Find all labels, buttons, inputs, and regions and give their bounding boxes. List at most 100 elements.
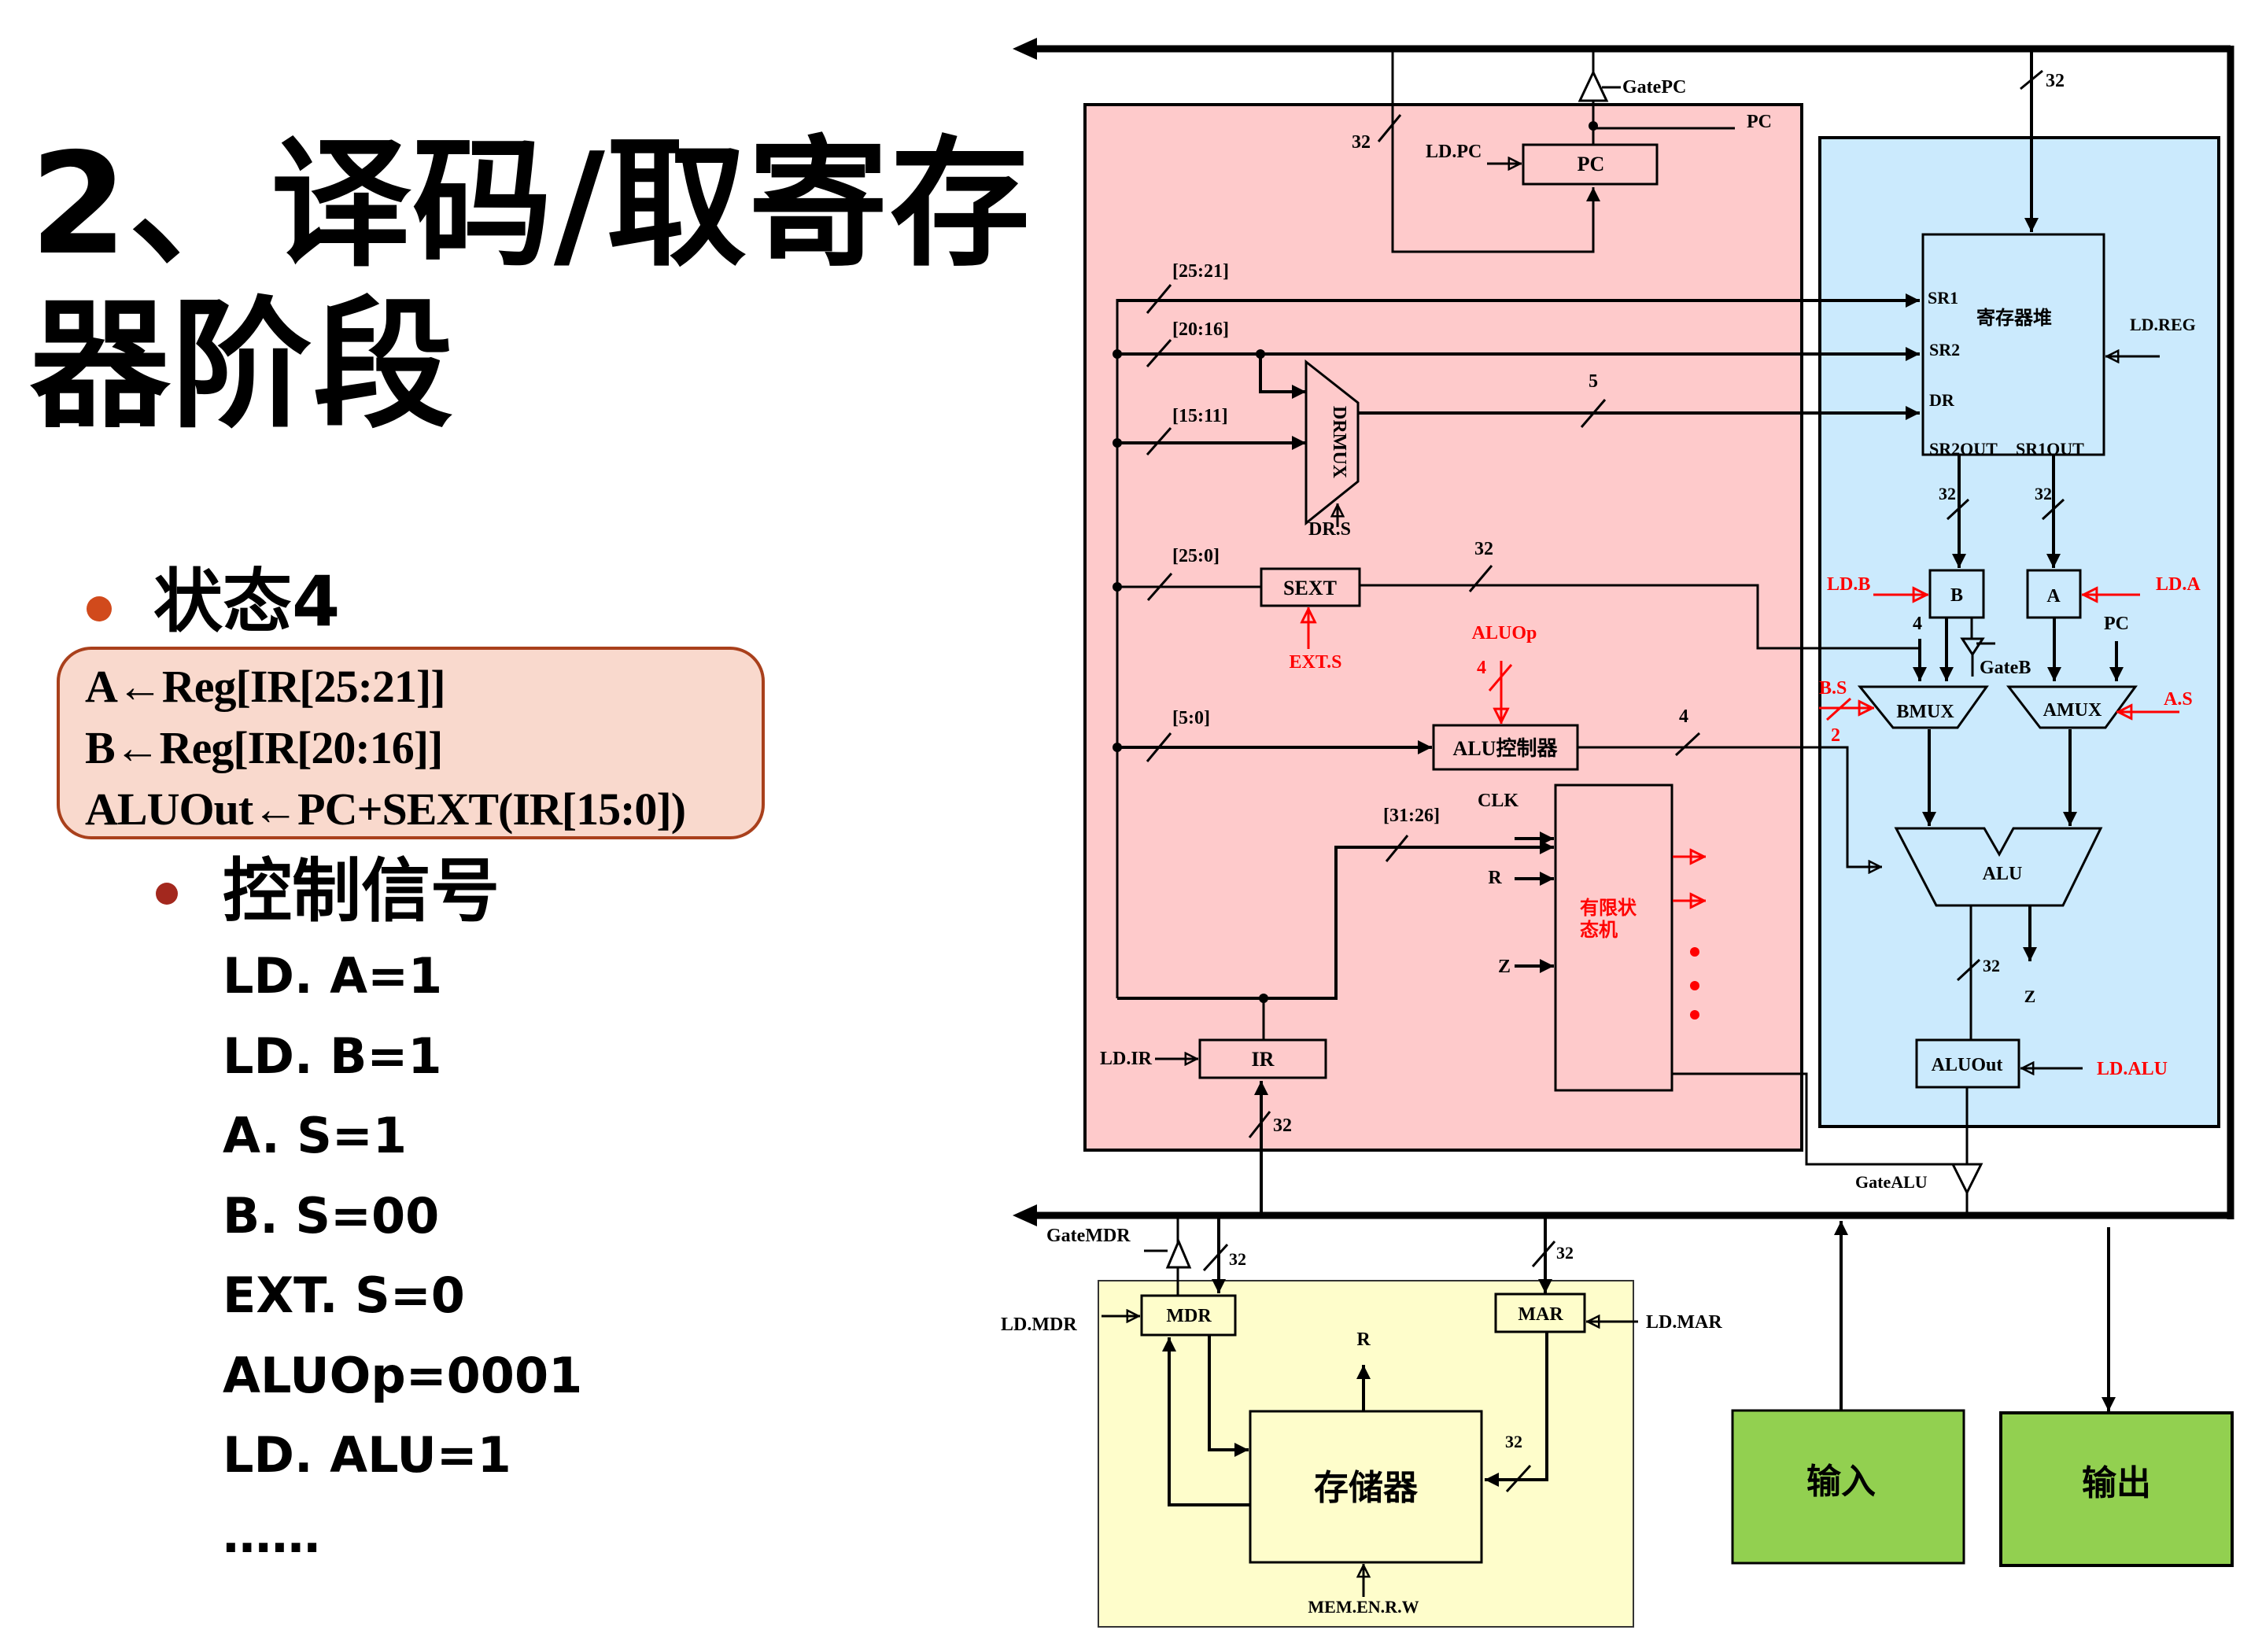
width-label: 32 (1939, 484, 1956, 503)
ir-field-label: [25:0] (1172, 546, 1220, 566)
memory-group: GateMDR 32 MDR LD.MDR 32 MAR LD.MAR 存储器 … (1001, 1215, 1722, 1617)
sr1-port-label: SR1 (1928, 288, 1958, 308)
b-s-label: B.S (1819, 678, 1847, 699)
gate-b-label: GateB (1980, 658, 2031, 678)
sext-label: SEXT (1283, 577, 1337, 599)
constant-four-label: 4 (1913, 614, 1922, 634)
amux: AMUX A.S (2006, 685, 2193, 826)
finite-state-machine: 有限状 态机 CLK R Z [31:26] (1383, 784, 1959, 1166)
ir-field-label: [5:0] (1172, 708, 1210, 728)
width-label: 5 (1589, 371, 1598, 392)
ir-field-label: [15:11] (1172, 406, 1228, 426)
rtl-line: ALUOut←PC+SEXT(IR[15:0]) (85, 784, 686, 835)
alu-label: ALU (1983, 864, 2023, 884)
memory-label: 存储器 (1314, 1469, 1419, 1507)
ld-a-label: LD.A (2156, 574, 2201, 595)
mdr-label: MDR (1166, 1306, 1212, 1326)
output-label: 输出 (2082, 1464, 2151, 1503)
b-register-label: B (1950, 585, 1963, 606)
state-heading: 状态4 (153, 561, 341, 642)
ab-registers: B A LD.B LD.A GateB 4 PC (1827, 569, 2201, 681)
pc-register-label: PC (1578, 153, 1605, 175)
ld-mdr-label: LD.MDR (1001, 1315, 1077, 1335)
fsm-label-line-1: 有限状 (1580, 898, 1637, 919)
rtl-line: A←Reg[IR[25:21]] (85, 661, 446, 712)
output-device: 输出 (1999, 1227, 2234, 1567)
width-label: 32 (1352, 132, 1371, 153)
control-signal: EXT. S=0 (223, 1267, 465, 1324)
aluop-label: ALUOp (1472, 623, 1537, 643)
gate-pc-label: GatePC (1622, 77, 1686, 98)
bmux-label: BMUX (1896, 702, 1954, 722)
gate-mdr-tristate-icon (1165, 1238, 1192, 1269)
mem-r-label: R (1356, 1329, 1371, 1350)
sr2-port-label: SR2 (1929, 340, 1960, 360)
width-label: 32 (1983, 956, 2000, 975)
gate-mdr-label: GateMDR (1046, 1226, 1131, 1246)
width-label: 32 (2035, 484, 2052, 503)
control-signal: LD. A=1 (223, 947, 443, 1005)
rtl-box: A←Reg[IR[25:21]] B←Reg[IR[20:16]] ALUOut… (57, 647, 765, 839)
clk-label: CLK (1478, 791, 1519, 811)
ir-field-label: [25:21] (1172, 261, 1229, 282)
control-unit-region (1083, 103, 1803, 1152)
bullet-icon (87, 596, 112, 621)
control-signal: A. S=1 (223, 1107, 408, 1164)
mem-en-rw-label: MEM.EN.R.W (1308, 1597, 1419, 1617)
aluout-register: ALUOut LD.ALU GateALU (1855, 1038, 2168, 1215)
control-signals-list: LD. A=1 LD. B=1 A. S=1 B. S=00 EXT. S=0 … (223, 936, 582, 1575)
width-label: 32 (1229, 1249, 1246, 1269)
width-label: 32 (1505, 1432, 1522, 1451)
control-signal: ALUOp=0001 (223, 1346, 583, 1404)
input-device: 输入 (1731, 1221, 1965, 1565)
width-label: 32 (2046, 71, 2065, 91)
rtl-line: B←Reg[IR[20:16]] (85, 722, 443, 773)
r-label: R (1488, 868, 1502, 888)
ld-reg-label: LD.REG (2130, 315, 2196, 334)
ld-pc-label: LD.PC (1426, 142, 1482, 162)
alu: ALU 32 Z (1894, 827, 2103, 1040)
control-signal: …… (223, 1506, 320, 1564)
bmux: BMUX B.S 2 (1819, 678, 1989, 826)
ld-ir-label: LD.IR (1100, 1049, 1153, 1069)
width-label: 32 (1474, 539, 1493, 559)
slide-title-line-2: 器阶段 (30, 284, 455, 447)
slide-title-line-1: 2、译码/取寄存 (30, 123, 1031, 286)
memory-block (1249, 1410, 1483, 1564)
alu-zero-label: Z (2024, 986, 2036, 1006)
sr1out-port-label: SR1OUT (2016, 439, 2084, 459)
ext-s-label: EXT.S (1290, 652, 1342, 673)
control-signal: LD. B=1 (223, 1027, 442, 1085)
aluout-label: ALUOut (1932, 1055, 2003, 1075)
ld-b-label: LD.B (1827, 574, 1870, 595)
control-signal: LD. ALU=1 (223, 1426, 511, 1484)
width-label: 4 (1679, 706, 1688, 727)
width-label: 4 (1477, 658, 1486, 678)
amux-label: AMUX (2043, 700, 2102, 721)
fsm-label-line-2: 态机 (1580, 919, 1618, 941)
alu-controller-label: ALU控制器 (1453, 737, 1559, 760)
a-s-label: A.S (2164, 689, 2193, 710)
bullet-icon (156, 883, 178, 905)
pc-out-label: PC (1747, 112, 1772, 132)
instruction-register-group: IR LD.IR 32 (1100, 835, 1554, 1212)
drmux-label: DRMUX (1329, 406, 1349, 479)
pc-register (1522, 143, 1659, 186)
mar-label: MAR (1518, 1304, 1563, 1325)
ld-alu-label: LD.ALU (2097, 1059, 2168, 1079)
register-file: 32 寄存器堆 SR1 SR2 DR SR2OUT SR1OUT LD.REG … (1921, 49, 2196, 568)
alu-controller: [5:0] ALU控制器 ALUOp 4 4 (1113, 623, 1882, 867)
ld-mar-label: LD.MAR (1646, 1312, 1722, 1333)
pc-input-label: PC (2104, 614, 2129, 634)
width-label: 2 (1831, 725, 1840, 746)
ir-field-wires: [25:21] [20:16] [15:11] (1113, 261, 1920, 998)
width-label: 32 (1556, 1243, 1574, 1263)
dr-s-label: DR.S (1308, 519, 1351, 540)
input-label: 输入 (1806, 1462, 1876, 1501)
regfile-label: 寄存器堆 (1976, 307, 2052, 329)
gate-alu-label: GateALU (1855, 1172, 1928, 1192)
gate-pc-tristate-icon (1578, 69, 1609, 102)
gate-alu-tristate-icon (1950, 1163, 1983, 1196)
pc-register-group: 32 PC LD.PC GatePC PC (1352, 49, 1772, 253)
